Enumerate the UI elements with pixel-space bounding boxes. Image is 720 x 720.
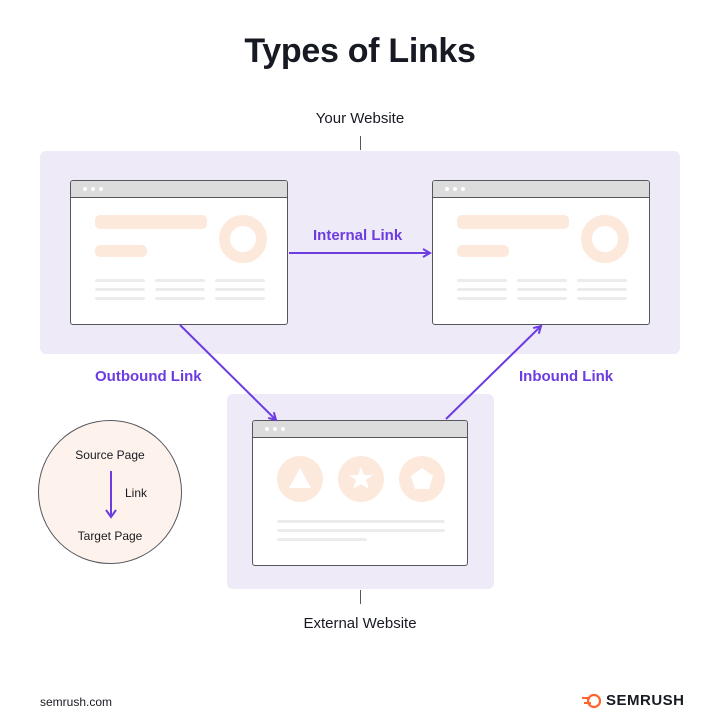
- text-line-placeholder: [457, 297, 507, 300]
- footer-site-url: semrush.com: [40, 695, 113, 709]
- legend-circle: Source Page Link Target Page: [38, 420, 182, 564]
- legend-link-label: Link: [125, 486, 148, 500]
- semrush-logo: SEMRUSH: [582, 691, 685, 711]
- external-website-label: External Website: [303, 615, 417, 632]
- subheading-placeholder: [95, 245, 147, 257]
- semrush-flame-icon: [582, 693, 602, 709]
- window-dot-icon: [453, 187, 457, 191]
- window-dot-icon: [99, 187, 103, 191]
- text-line-placeholder: [215, 297, 265, 300]
- legend-source-label: Source Page: [75, 448, 145, 462]
- inbound-link-arrow: [445, 326, 541, 420]
- window-dot-icon: [83, 187, 87, 191]
- image-placeholder-icon: [219, 215, 267, 263]
- text-line-placeholder: [517, 279, 567, 282]
- triangle-icon: [277, 456, 323, 502]
- window-dot-icon: [461, 187, 465, 191]
- text-line-placeholder: [95, 288, 145, 291]
- your-website-label: Your Website: [315, 110, 405, 127]
- text-line-placeholder: [577, 297, 627, 300]
- external-website-connector: [360, 590, 361, 604]
- inbound-link-label: Inbound Link: [519, 368, 614, 385]
- your-website-connector: [360, 136, 361, 150]
- external-website-page: [252, 420, 468, 566]
- outbound-link-label: Outbound Link: [95, 368, 202, 385]
- browser-title-bar: [71, 181, 287, 198]
- text-line-placeholder: [95, 279, 145, 282]
- text-line-placeholder: [577, 279, 627, 282]
- text-line-placeholder: [155, 288, 205, 291]
- text-line-placeholder: [577, 288, 627, 291]
- window-dot-icon: [273, 427, 277, 431]
- heading-placeholder: [457, 215, 569, 229]
- text-line-placeholder: [95, 297, 145, 300]
- diagram-title: Types of Links: [244, 32, 476, 70]
- legend-target-label: Target Page: [77, 529, 143, 543]
- pentagon-icon: [399, 456, 445, 502]
- text-line-placeholder: [517, 288, 567, 291]
- text-line-placeholder: [517, 297, 567, 300]
- star-icon: [338, 456, 384, 502]
- website-page-left: [70, 180, 288, 325]
- semrush-wordmark: SEMRUSH: [606, 692, 685, 709]
- image-placeholder-icon: [581, 215, 629, 263]
- text-line-placeholder: [457, 288, 507, 291]
- text-line-placeholder: [277, 520, 445, 523]
- text-line-placeholder: [215, 288, 265, 291]
- text-line-placeholder: [155, 297, 205, 300]
- text-line-placeholder: [215, 279, 265, 282]
- browser-title-bar: [253, 421, 467, 438]
- browser-title-bar: [433, 181, 649, 198]
- text-line-placeholder: [457, 279, 507, 282]
- text-line-placeholder: [155, 279, 205, 282]
- text-line-placeholder: [277, 538, 367, 541]
- window-dot-icon: [265, 427, 269, 431]
- window-dot-icon: [445, 187, 449, 191]
- window-dot-icon: [281, 427, 285, 431]
- heading-placeholder: [95, 215, 207, 229]
- text-line-placeholder: [277, 529, 445, 532]
- website-page-right: [432, 180, 650, 325]
- outbound-link-arrow: [179, 324, 276, 420]
- window-dot-icon: [91, 187, 95, 191]
- internal-link-label: Internal Link: [313, 227, 403, 244]
- subheading-placeholder: [457, 245, 509, 257]
- legend-arrow-down-icon: [105, 471, 117, 519]
